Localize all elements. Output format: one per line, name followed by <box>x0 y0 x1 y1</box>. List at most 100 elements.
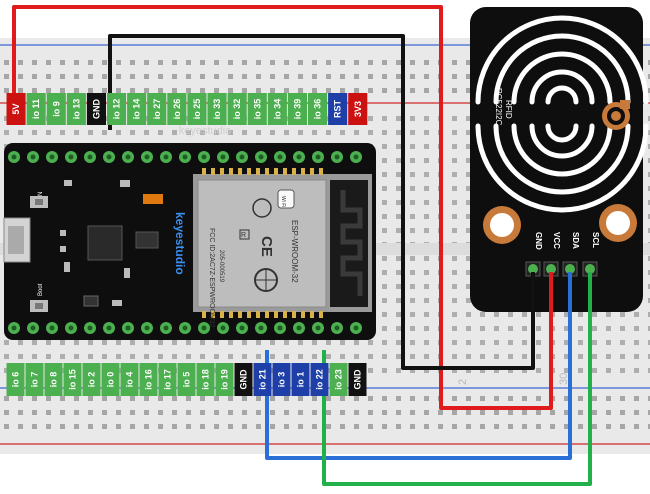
pin-label-io-6: io 6 <box>11 372 21 388</box>
pin-pad-hole <box>163 325 169 331</box>
pin-label-io-8: io 8 <box>49 372 59 388</box>
pin-label-rst: RST <box>333 99 343 118</box>
smd-part-2 <box>120 180 130 187</box>
pin-label-io-15: io 15 <box>68 369 78 390</box>
smd-part-7 <box>60 246 66 252</box>
module-pin <box>265 311 269 318</box>
pin-pad-hole <box>11 325 17 331</box>
r-mark-icon <box>239 229 250 240</box>
pin-label-io-21: io 21 <box>258 369 268 390</box>
pin-pad-hole <box>49 154 55 160</box>
pin-label-box-io-32 <box>227 93 247 125</box>
module-fcc-text: FCC ID:2AC7Z-ESPWROOM32 <box>208 228 215 328</box>
pin-label-box-io-14 <box>127 93 147 125</box>
module-pin <box>256 168 260 175</box>
pin-pad-hole <box>315 154 321 160</box>
pin-label-box-io-5 <box>177 363 196 396</box>
module-pin <box>220 311 224 318</box>
pin-label-box-io-7 <box>25 363 44 396</box>
pin-label-box-io-2 <box>82 363 101 396</box>
pin-label-box-5v <box>6 93 26 125</box>
rfid-wave-arc <box>493 33 631 105</box>
pin-label-box-io-4 <box>120 363 139 396</box>
pin-label-io-18: io 18 <box>201 369 211 390</box>
module-pin <box>247 168 251 175</box>
rfid-wave-arc <box>545 85 579 105</box>
pin-label-io-16: io 16 <box>144 369 154 390</box>
module-pin <box>238 311 242 318</box>
pin-label-io-12: io 12 <box>112 99 122 120</box>
col-number-bottom-2: 30 <box>558 373 570 385</box>
pin-label-io-23: io 23 <box>334 369 344 390</box>
module-pin <box>301 311 305 318</box>
pin-label-io-17: io 17 <box>163 369 173 390</box>
wire-gnd-to-gnd <box>108 34 535 370</box>
bottom-pin-pads <box>8 322 362 334</box>
module-pin <box>229 168 233 175</box>
module-pin <box>319 311 323 318</box>
pin-label-box-gnd <box>234 363 253 396</box>
pin-pad-hole <box>277 325 283 331</box>
pin-label-gnd: GND <box>239 369 249 390</box>
module-pin <box>220 168 224 175</box>
pin-label-box-io-6 <box>6 363 25 396</box>
wire-io22-to-scl <box>322 272 592 486</box>
wire-5v-to-vcc <box>12 5 553 410</box>
pin-label-io-33: io 33 <box>212 99 222 120</box>
pin-label-io-35: io 35 <box>252 99 262 120</box>
usb-uart-chip <box>87 225 123 261</box>
module-pin <box>211 311 215 318</box>
pin-label-5v: 5V <box>11 103 21 114</box>
rfid-wave-arc <box>475 123 649 213</box>
mount-hole-right-center <box>606 211 630 235</box>
pin-pad-hole <box>201 325 207 331</box>
pin-pad-hole <box>239 154 245 160</box>
r-mark-text: R <box>241 232 246 239</box>
module-pin <box>310 311 314 318</box>
pin-label-3v3: 3V3 <box>353 101 363 117</box>
pin-pad-hole <box>30 325 36 331</box>
pin-label-io-25: io 25 <box>192 99 202 120</box>
pin-label-io-7: io 7 <box>30 372 40 388</box>
rfid-wave-arc <box>475 15 649 105</box>
mount-hole-left-center <box>490 213 514 237</box>
wires-back <box>12 5 592 486</box>
module-pin <box>310 168 314 175</box>
rfid-title: RFID <box>504 100 513 119</box>
ghost-brand-text: keyestudio <box>179 125 232 137</box>
pin-label-box-io-1 <box>291 363 310 396</box>
wroom-shield <box>197 179 327 308</box>
rfid-pin-label-vcc: VCC <box>552 232 561 249</box>
module-pin <box>229 311 233 318</box>
pin-label-box-io-15 <box>63 363 82 396</box>
wires-front <box>531 272 592 312</box>
pin-label-io-2: io 2 <box>87 372 97 388</box>
wire-io21-to-sda <box>265 272 572 460</box>
pin-pad-hole <box>353 325 359 331</box>
pin-label-box-io-11 <box>26 93 46 125</box>
pin-label-io-9: io 9 <box>51 101 61 117</box>
wifi-logo-icon <box>277 189 295 209</box>
pin-label-io-3: io 3 <box>277 372 287 388</box>
pin-label-box-io-33 <box>207 93 227 125</box>
pin-label-io-13: io 13 <box>71 99 81 120</box>
pin-label-io-34: io 34 <box>272 99 282 120</box>
rfid-wave-arc <box>529 123 595 159</box>
antenna-trace <box>340 190 363 296</box>
rfid-pin-pad-gnd <box>528 264 538 274</box>
rfid-logo-center <box>611 111 621 121</box>
rfid-pin-pad-sda <box>565 264 575 274</box>
smd-part-5 <box>112 300 122 306</box>
module-pin <box>274 311 278 318</box>
pin-pad-hole <box>220 154 226 160</box>
pin-label-box-io-17 <box>158 363 177 396</box>
pin-label-io-11: io 11 <box>31 99 41 119</box>
pin-label-box-io-25 <box>187 93 207 125</box>
rfid-pin-label-gnd: GND <box>534 232 543 250</box>
module-pin <box>292 168 296 175</box>
module-pin <box>301 168 305 175</box>
pin-label-box-io-34 <box>267 93 287 125</box>
